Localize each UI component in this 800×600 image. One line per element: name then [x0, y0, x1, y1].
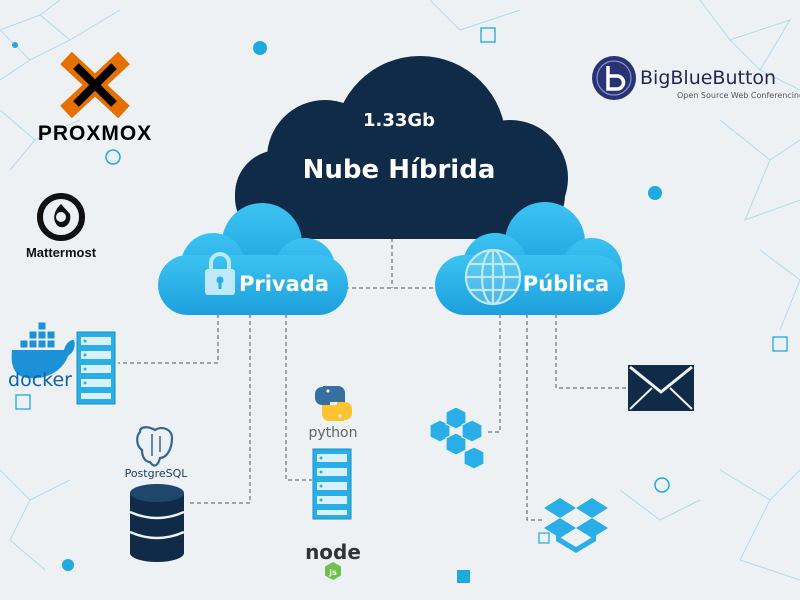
server-icon [312, 448, 352, 520]
proxmox-logo: PROXMOX [38, 51, 152, 145]
envelope-icon [628, 365, 694, 411]
python-logo: python [309, 386, 358, 441]
proxmox-text: PROXMOX [38, 122, 152, 145]
node-js-text: js [328, 568, 337, 577]
docker-logo: docker [8, 321, 75, 391]
dropbox-icon [544, 498, 608, 553]
postgresql-text: PostgreSQL [125, 467, 189, 480]
connector-private-docker [118, 314, 219, 364]
node-text: node [305, 540, 361, 564]
nodejs-logo: node js [305, 540, 361, 580]
server-icon [76, 331, 116, 405]
public-cloud: Pública [435, 202, 625, 315]
python-text: python [309, 425, 358, 441]
globe-icon [464, 248, 522, 306]
database-icon [129, 484, 185, 562]
dot-decoration [12, 27, 788, 583]
public-cloud-label: Pública [523, 272, 609, 296]
connector-private-python [285, 314, 312, 481]
connector-public-dropbox [526, 314, 545, 521]
lock-icon [205, 252, 235, 295]
connector-private-postgres [190, 314, 251, 504]
bigbluebutton-logo: BigBlueButton Open Source Web Conferenci… [592, 56, 800, 100]
mattermost-text: Mattermost [26, 245, 97, 260]
cubes-icon [429, 406, 485, 470]
hybrid-cloud: 1.33Gb Nube Híbrida [235, 56, 568, 239]
private-cloud: Privada [158, 203, 348, 315]
bigbluebutton-text: BigBlueButton [640, 67, 776, 89]
mattermost-logo: Mattermost [26, 193, 97, 260]
hybrid-cloud-label: Nube Híbrida [303, 155, 496, 185]
network-decoration [0, 0, 800, 581]
postgresql-logo: PostgreSQL [125, 426, 189, 480]
bigbluebutton-tagline: Open Source Web Conferencing [677, 91, 800, 100]
private-cloud-label: Privada [239, 272, 329, 296]
hybrid-cloud-size: 1.33Gb [363, 110, 435, 131]
connector-lines [118, 238, 626, 521]
connector-public-cubes [488, 314, 501, 433]
docker-text: docker [8, 369, 72, 391]
connector-public-mail [555, 314, 626, 389]
